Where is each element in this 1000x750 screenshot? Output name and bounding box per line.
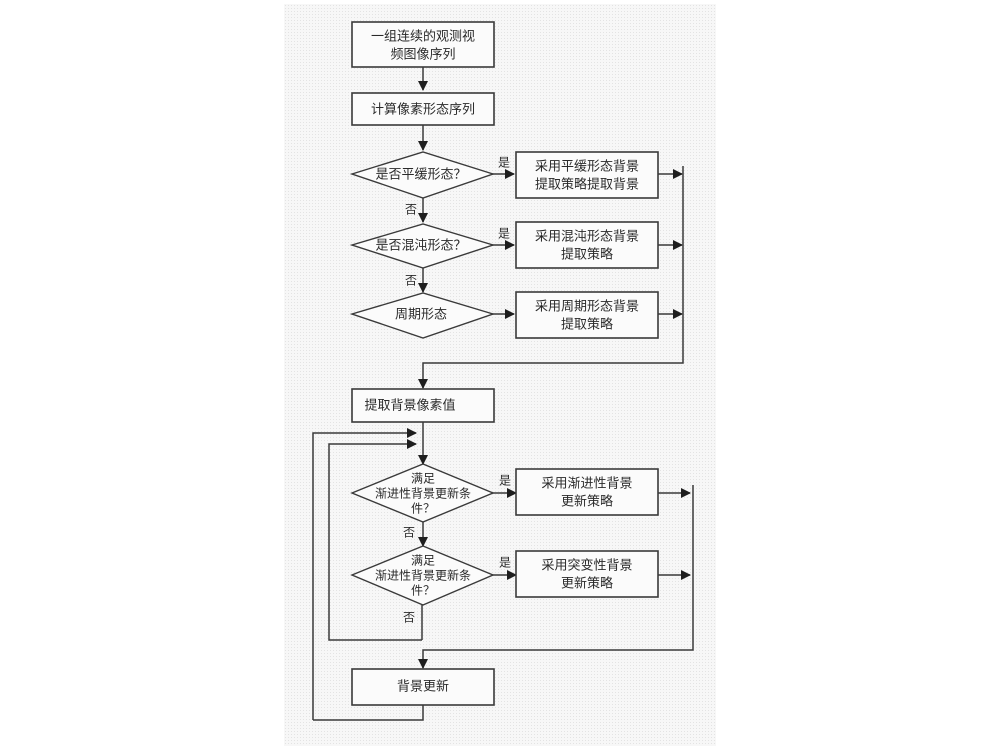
node-extract: 提取背景像素值: [351, 388, 495, 423]
strategy-periodic-line-2: 提取策略: [561, 317, 613, 333]
label-yes-gradual: 是: [499, 474, 511, 488]
label-yes-chaos: 是: [498, 227, 510, 241]
label-no-sudden: 否: [403, 611, 415, 625]
label-yes-smooth: 是: [498, 156, 510, 170]
strategy-smooth-line-2: 提取策略提取背景: [535, 177, 639, 193]
strategy-sudden-line-1: 采用突变性背景: [541, 558, 632, 574]
decision-gradual-line-1: 满足: [411, 472, 435, 486]
label-yes-sudden: 是: [499, 556, 511, 570]
decision-smooth: 是否平缓形态？: [349, 151, 496, 199]
strategy-gradual-line-2: 更新策略: [561, 494, 613, 510]
decision-gradual-line-2: 渐进性背景更新条: [375, 486, 471, 501]
decision-chaos: 是否混沌形态？: [349, 223, 496, 269]
strategy-sudden: 采用突变性背景 更新策略: [515, 550, 659, 598]
node-extract-label: 提取背景像素值: [364, 398, 455, 414]
node-compute: 计算像素形态序列: [351, 92, 495, 126]
decision-sudden-line-3: 件？: [411, 584, 435, 598]
node-input: 一组连续的观测视 频图像序列: [351, 21, 495, 68]
node-compute-label: 计算像素形态序列: [371, 103, 475, 118]
strategy-chaos: 采用混沌形态背景 提取策略: [515, 221, 659, 269]
strategy-sudden-line-2: 更新策略: [561, 576, 613, 592]
connectors: [312, 67, 694, 721]
strategy-gradual-line-1: 采用渐进性背景: [541, 477, 632, 492]
strategy-gradual: 采用渐进性背景 更新策略: [515, 468, 659, 516]
decision-gradual-line-3: 件？: [411, 502, 435, 516]
edge-merge-extract: [418, 166, 684, 389]
diagram-background: [284, 4, 716, 746]
edge-merge-update: [418, 485, 694, 669]
node-update-label: 背景更新: [397, 679, 449, 695]
strategy-smooth-line-1: 采用平缓形态背景: [535, 160, 639, 175]
label-no-chaos: 否: [405, 274, 417, 288]
strategy-periodic-line-1: 采用周期形态背景: [535, 300, 639, 315]
decision-periodic: 周期形态: [349, 292, 496, 339]
strategy-chaos-line-2: 提取策略: [561, 247, 613, 263]
decision-smooth-label: 是否平缓形态？: [375, 168, 466, 183]
decision-gradual: 满足 渐进性背景更新条 件？: [350, 463, 495, 523]
label-no-gradual: 否: [403, 526, 415, 540]
node-update: 背景更新: [351, 668, 495, 706]
node-input-line-2: 频图像序列: [390, 48, 455, 63]
decision-periodic-label: 周期形态: [395, 308, 447, 323]
edge-loop-outer: [312, 428, 417, 720]
decision-sudden: 满足 渐进性背景更新条 件？: [350, 545, 495, 606]
edge-loop-inner: [328, 439, 422, 641]
strategy-smooth: 采用平缓形态背景 提取策略提取背景: [515, 151, 659, 199]
strategy-periodic: 采用周期形态背景 提取策略: [515, 291, 659, 339]
decision-chaos-label: 是否混沌形态？: [375, 239, 466, 254]
decision-sudden-line-2: 渐进性背景更新条: [375, 568, 471, 583]
label-no-smooth: 否: [405, 203, 417, 217]
edge-update-loop: [313, 705, 424, 721]
strategy-chaos-line-1: 采用混沌形态背景: [535, 230, 639, 245]
node-input-line-1: 一组连续的观测视: [371, 29, 475, 45]
decision-sudden-line-1: 满足: [411, 554, 435, 568]
